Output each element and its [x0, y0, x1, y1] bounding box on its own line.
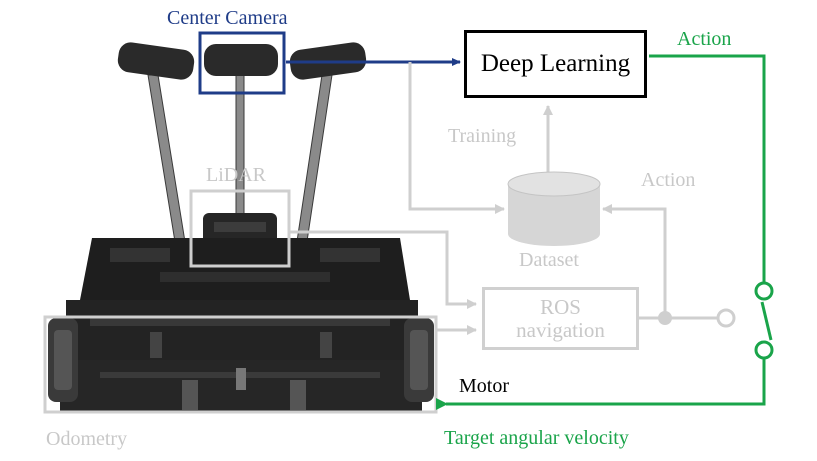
dataset-cylinder — [507, 171, 601, 246]
left-pole — [147, 74, 187, 249]
dataset-label: Dataset — [519, 249, 579, 271]
lidar-label: LiDAR — [206, 164, 266, 186]
center-camera — [204, 44, 278, 76]
chassis-middle — [66, 300, 418, 360]
deep-learning-box: Deep Learning — [464, 30, 647, 98]
deep-learning-label: Deep Learning — [480, 50, 631, 77]
action-top-label: Action — [677, 28, 732, 50]
switch-blade — [760, 301, 773, 341]
training-label: Training — [448, 125, 517, 147]
dl-action-line — [649, 54, 766, 283]
switch-top-terminal — [754, 281, 774, 301]
ros-junction-dot — [658, 311, 672, 325]
odometry-highlight — [43, 315, 438, 414]
right-pole — [295, 74, 333, 249]
center-pole — [235, 74, 245, 216]
ros-navigation-box: ROS navigation — [482, 287, 639, 350]
action-mid-label: Action — [641, 169, 696, 191]
camera-to-dataset-arrow — [408, 62, 505, 214]
center-camera-highlight — [198, 31, 286, 95]
motor-label: Motor — [459, 375, 509, 397]
ros-switch-terminal — [716, 308, 736, 328]
chassis-top — [80, 238, 410, 300]
lidar-highlight — [189, 189, 291, 268]
target-angular-velocity-label: Target angular velocity — [444, 427, 629, 449]
robot-illustration — [48, 42, 434, 412]
odometry-label: Odometry — [46, 428, 128, 450]
left-camera — [117, 42, 195, 80]
center-camera-label: Center Camera — [167, 7, 288, 29]
ros-label-line1: ROS — [540, 295, 581, 320]
green-loop — [456, 54, 773, 406]
grey-flows — [289, 62, 718, 335]
lidar-to-ros-arrow — [289, 230, 477, 309]
ros-action-to-dataset-arrow — [602, 204, 667, 318]
switch-bottom-terminal — [754, 340, 774, 360]
ros-label-line2: navigation — [516, 317, 605, 342]
target-velocity-line — [456, 358, 766, 406]
